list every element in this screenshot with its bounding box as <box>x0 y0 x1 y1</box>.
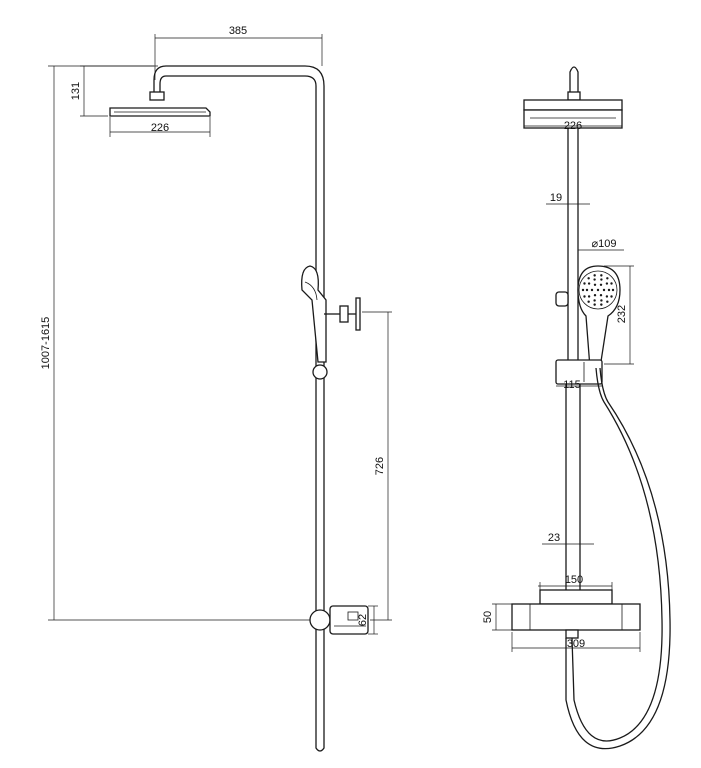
spray-nozzle <box>605 282 609 285</box>
side-diverter-knob <box>339 305 349 323</box>
spray-nozzle <box>610 282 613 285</box>
spray-nozzle <box>599 293 603 297</box>
dim-slider-width: 115 <box>563 379 581 391</box>
spray-nozzle <box>606 300 609 303</box>
spray-nozzle <box>585 288 589 292</box>
front-holder-clip <box>555 291 569 307</box>
spray-nozzle <box>599 283 603 287</box>
spray-nozzle <box>587 282 591 285</box>
spray-nozzle <box>587 295 591 298</box>
dim-hand-shower-length: 232 <box>616 305 628 323</box>
spray-nozzle <box>600 299 603 302</box>
front-view: 226 19 ⌀109 232 115 23 150 50 309 <box>482 66 671 750</box>
side-head-connector <box>149 91 165 101</box>
side-overhead-arm <box>153 65 325 92</box>
spray-nozzle <box>593 303 596 306</box>
side-view: 385 131 226 1007-1615 726 62 <box>40 25 392 752</box>
front-valve-top <box>539 589 613 605</box>
spray-nozzle <box>593 293 597 297</box>
spray-nozzle <box>602 288 606 292</box>
side-riser-pipe <box>315 86 325 752</box>
front-top-cap <box>569 66 579 92</box>
spray-nozzle <box>581 288 585 292</box>
spray-nozzle <box>587 300 590 303</box>
dim-side-head-diameter: 226 <box>151 122 169 134</box>
dim-head-height: 131 <box>70 82 82 100</box>
side-slider-knob <box>312 364 328 380</box>
front-spray-nozzles <box>581 274 615 306</box>
dim-outlet-height: 726 <box>374 457 386 475</box>
spray-nozzle <box>593 283 597 287</box>
dim-valve-height: 50 <box>482 611 494 623</box>
side-diverter-handle <box>355 297 361 331</box>
spray-nozzle <box>600 274 603 277</box>
side-hand-shower <box>301 265 327 363</box>
dim-arm-length: 385 <box>229 25 247 37</box>
spray-nozzle <box>605 295 609 298</box>
spray-nozzle <box>590 288 594 292</box>
dim-front-head-diameter: 226 <box>564 120 582 132</box>
front-valve-body <box>511 603 641 631</box>
spray-nozzle <box>593 278 596 281</box>
front-slider <box>555 359 603 385</box>
dim-hand-head-diameter: ⌀109 <box>592 238 617 250</box>
front-spray-face <box>578 270 618 310</box>
spray-nozzle <box>600 303 603 306</box>
spray-nozzle <box>583 282 586 285</box>
dim-valve-centers: 150 <box>565 574 583 586</box>
spray-nozzle <box>593 274 596 277</box>
dim-outlet-depth: 62 <box>357 614 369 626</box>
spray-nozzle <box>611 288 615 292</box>
front-valve-outlet <box>565 629 579 639</box>
dim-total-height: 1007-1615 <box>40 317 52 370</box>
spray-nozzle <box>606 277 609 280</box>
dim-valve-width: 309 <box>567 638 585 650</box>
front-hose <box>571 367 663 742</box>
spray-nozzle <box>596 288 600 292</box>
dim-pipe-diameter-bottom: 23 <box>548 532 560 544</box>
front-rain-head-top <box>523 99 623 111</box>
spray-nozzle <box>587 277 590 280</box>
spray-nozzle <box>607 288 611 292</box>
spray-nozzle <box>610 295 613 298</box>
side-valve-joint <box>309 609 331 631</box>
spray-nozzle <box>593 299 596 302</box>
front-hand-shower <box>577 265 621 369</box>
spray-nozzle <box>583 295 586 298</box>
spray-nozzle <box>600 278 603 281</box>
dim-pipe-diameter-top: 19 <box>550 192 562 204</box>
front-rain-head-body <box>523 109 623 129</box>
